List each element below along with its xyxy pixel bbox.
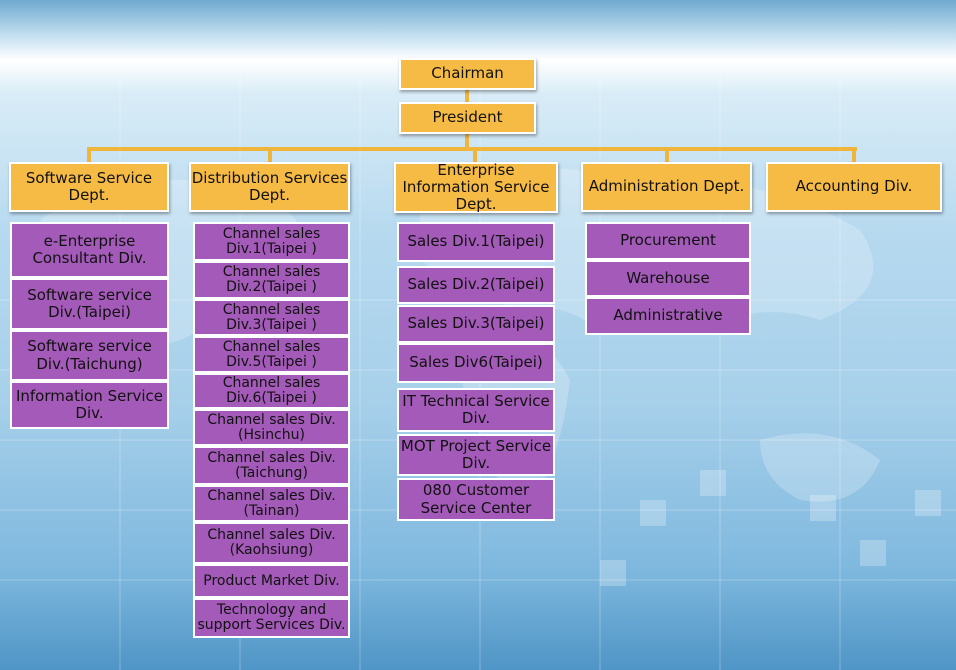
unit-box: Channel sales Div.(Hsinchu): [193, 409, 350, 446]
unit-label: Channel sales Div.6(Taipei ): [222, 375, 321, 406]
unit-label: Sales Div.3(Taipei): [407, 314, 545, 333]
unit-box: MOT Project Service Div.: [397, 434, 555, 476]
chairman-box: Chairman: [399, 58, 536, 90]
unit-label: Channel sales Div.3(Taipei ): [222, 301, 321, 333]
dept-label: Accounting Div.: [795, 177, 913, 196]
unit-label: Channel sales Div.2(Taipei ): [222, 264, 321, 295]
unit-label: Channel sales Div.(Taichung): [207, 449, 336, 481]
unit-label: Sales Div.1(Taipei): [407, 232, 545, 251]
unit-box: Channel sales Div.(Taichung): [193, 446, 350, 485]
unit-box: IT Technical Service Div.: [397, 388, 555, 432]
dept-label: Administration Dept.: [588, 177, 745, 196]
unit-box: Technology and support Services Div.: [193, 598, 350, 638]
unit-label: Channel sales Div.(Kaohsiung): [207, 527, 336, 558]
unit-box: Channel sales Div.3(Taipei ): [193, 299, 350, 336]
connector-dept-1: [87, 147, 91, 163]
unit-label: Channel sales Div.(Hsinchu): [207, 411, 336, 443]
unit-box: Channel sales Div.(Kaohsiung): [193, 522, 350, 564]
connector-dept-5: [852, 147, 856, 163]
unit-label: IT Technical Service Div.: [402, 391, 550, 427]
president-box: President: [399, 102, 536, 134]
unit-label: Sales Div.2(Taipei): [407, 275, 545, 294]
dept-distribution-services: Distribution Services Dept.: [189, 162, 350, 212]
unit-box: 080 Customer Service Center: [397, 478, 555, 521]
unit-label: Channel sales Div.5(Taipei ): [222, 338, 321, 370]
unit-label: MOT Project Service Div.: [400, 436, 552, 472]
unit-box: Channel sales Div.6(Taipei ): [193, 373, 350, 409]
unit-label: Channel sales Div.1(Taipei ): [222, 225, 321, 257]
unit-label: 080 Customer Service Center: [420, 481, 532, 517]
unit-box: Software service Div.(Taipei): [10, 278, 169, 330]
dept-label: Distribution Services Dept.: [191, 168, 348, 204]
unit-label: Channel sales Div.(Tainan): [207, 487, 336, 519]
unit-label: Information Service Div.: [15, 386, 164, 422]
unit-box: Channel sales Div.(Tainan): [193, 485, 350, 522]
connector-dept-2: [268, 147, 272, 163]
unit-box: Sales Div.1(Taipei): [397, 222, 555, 262]
unit-label: Warehouse: [626, 268, 710, 287]
unit-box: Information Service Div.: [10, 381, 169, 429]
dept-accounting: Accounting Div.: [766, 162, 942, 212]
unit-box: Administrative: [585, 297, 751, 335]
unit-box: Warehouse: [585, 260, 751, 297]
unit-label: Technology and support Services Div.: [197, 602, 346, 633]
unit-box: Channel sales Div.5(Taipei ): [193, 336, 350, 373]
unit-box: Procurement: [585, 222, 751, 260]
unit-label: Software service Div.(Taichung): [27, 337, 152, 373]
dept-enterprise-information-service: Enterprise Information Service Dept.: [394, 160, 558, 214]
dept-label: Software Service Dept.: [25, 168, 153, 204]
unit-box: Product Market Div.: [193, 564, 350, 598]
unit-box: e-Enterprise Consultant Div.: [10, 222, 169, 278]
dept-administration: Administration Dept.: [581, 162, 752, 212]
dept-software-service: Software Service Dept.: [9, 162, 169, 212]
unit-label: Product Market Div.: [203, 572, 340, 589]
unit-label: Administrative: [613, 306, 723, 325]
unit-label: Procurement: [620, 231, 716, 250]
unit-label: Software service Div.(Taipei): [27, 285, 152, 321]
dept-label: Enterprise Information Service Dept.: [402, 160, 550, 214]
unit-box: Sales Div.3(Taipei): [397, 305, 555, 343]
unit-box: Software service Div.(Taichung): [10, 330, 169, 381]
president-label: President: [432, 108, 503, 127]
connector-president-down: [465, 134, 469, 148]
connector-chairman-president: [465, 90, 469, 104]
unit-box: Channel sales Div.1(Taipei ): [193, 222, 350, 261]
connector-horizontal-bus: [87, 147, 857, 151]
chairman-label: Chairman: [431, 64, 504, 83]
unit-label: e-Enterprise Consultant Div.: [32, 231, 147, 267]
connector-dept-4: [665, 147, 669, 163]
connector-dept-3: [473, 147, 477, 163]
unit-label: Sales Div6(Taipei): [409, 353, 543, 372]
unit-box: Sales Div6(Taipei): [397, 343, 555, 383]
unit-box: Channel sales Div.2(Taipei ): [193, 261, 350, 299]
unit-box: Sales Div.2(Taipei): [397, 266, 555, 304]
